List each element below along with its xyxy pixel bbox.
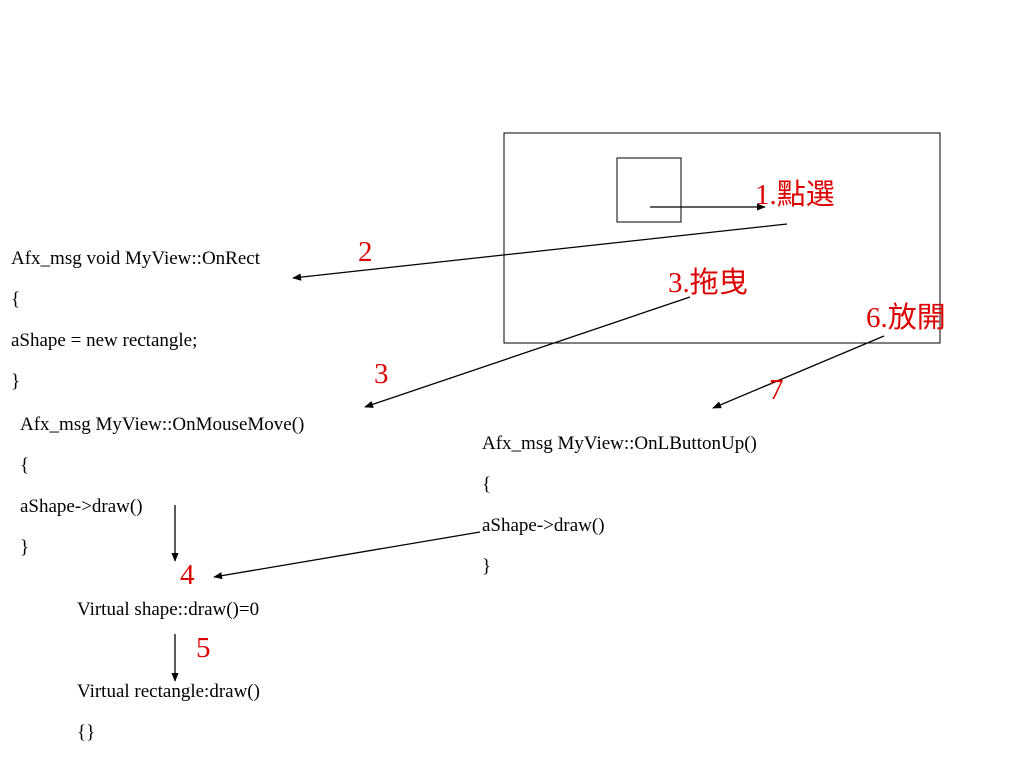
arrow-to-onmousemove (364, 296, 691, 408)
onlbuttonup-open-brace: { (482, 474, 492, 495)
arrow-to-onlbuttonup (712, 335, 885, 409)
label-step-7: 7 (769, 374, 784, 406)
label-step-2: 2 (358, 236, 373, 268)
onmousemove-open-brace: { (20, 455, 30, 476)
label-release: 6.放開 (866, 302, 946, 334)
onrect-close-brace: } (11, 371, 21, 392)
onmousemove-body: aShape->draw() (20, 496, 143, 517)
onrect-body: aShape = new rectangle; (11, 330, 198, 351)
onrect-signature: Afx_msg void MyView::OnRect (11, 248, 261, 269)
label-step-3: 3 (374, 358, 389, 390)
onmousemove-close-brace: } (20, 537, 30, 558)
rectangle-draw-signature: Virtual rectangle:draw() (77, 681, 260, 702)
label-drag: 3.拖曳 (668, 267, 748, 299)
label-step-4: 4 (180, 559, 195, 591)
rectangle-draw-body: {} (77, 722, 96, 743)
onlbuttonup-close-brace: } (482, 556, 492, 577)
window-frame (503, 132, 941, 344)
arrow-to-onrect (292, 223, 788, 281)
label-click: 1.點選 (755, 179, 835, 211)
onrect-open-brace: { (11, 289, 21, 310)
onlbuttonup-signature: Afx_msg MyView::OnLButtonUp() (482, 433, 757, 454)
onlbuttonup-body: aShape->draw() (482, 515, 605, 536)
label-step-5: 5 (196, 632, 211, 664)
arrow-lbuttonup-draw-to-shape (213, 531, 481, 580)
shape-draw-declaration: Virtual shape::draw()=0 (77, 599, 260, 620)
onmousemove-signature: Afx_msg MyView::OnMouseMove() (20, 414, 305, 435)
selected-rectangle (616, 157, 682, 223)
